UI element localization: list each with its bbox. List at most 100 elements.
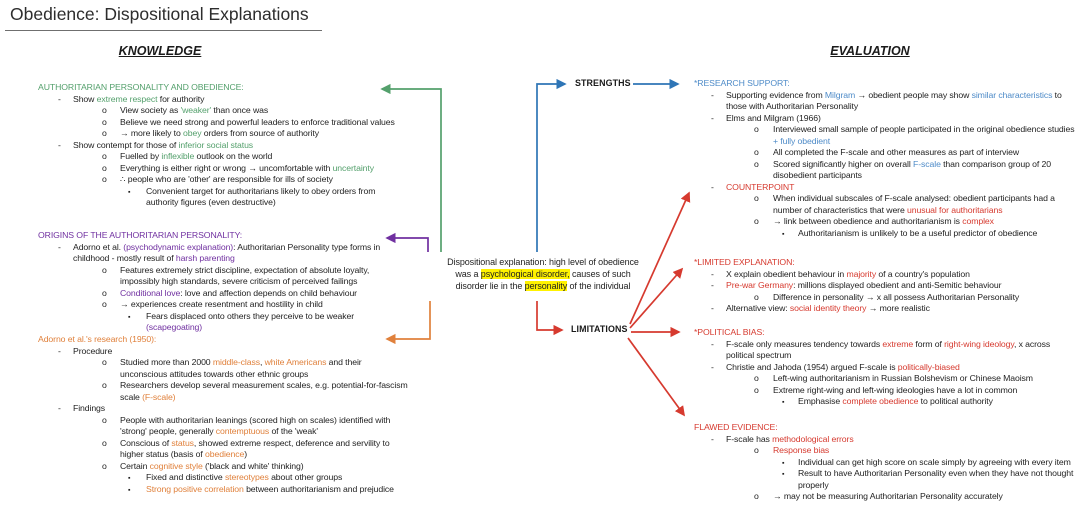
note-text: (scapegoating) <box>146 322 203 332</box>
note-text: → obedient people may show <box>855 89 972 100</box>
note-text: status <box>171 437 194 448</box>
section-heading: *POLITICAL BIAS: <box>692 327 1078 339</box>
note-line: -Supporting evidence from Milgram → obed… <box>692 90 1078 113</box>
note-line: -Procedure <box>36 346 408 358</box>
note-text: COUNTERPOINT <box>726 181 795 192</box>
note-text: Pre-war Germany <box>726 280 794 290</box>
note-text: Adorno et al.'s research (1950): <box>38 334 157 344</box>
bullet-marker: o <box>754 124 759 134</box>
note-line: o→ may not be measuring Authoritarian Pe… <box>692 491 1078 503</box>
bullet-marker: o <box>102 151 107 161</box>
note-text: extreme respect <box>96 93 158 104</box>
note-line: o∴ people who are 'other' are responsibl… <box>36 174 408 186</box>
note-text: Authoritarianism is unlikely to be a use… <box>798 227 1038 238</box>
bullet-marker: - <box>58 403 61 413</box>
bullet-marker: - <box>58 241 61 252</box>
bullet-marker: ▪ <box>128 475 131 482</box>
note-text: , x across political spectrum <box>726 338 1051 361</box>
note-text: F-scale has <box>726 433 773 444</box>
note-section: *RESEARCH SUPPORT:-Supporting evidence f… <box>692 78 1078 239</box>
note-section: FLAWED EVIDENCE:-F-scale has methodologi… <box>692 422 1078 503</box>
note-text: All completed the F-scale and other meas… <box>773 147 1020 157</box>
highlighted-text: personality <box>524 280 568 291</box>
bullet-marker: o <box>102 162 107 173</box>
bullet-marker: o <box>754 384 759 395</box>
note-line: -COUNTERPOINT <box>692 182 1078 194</box>
bullet-marker: o <box>102 116 107 127</box>
strengths-label: STRENGTHS <box>575 78 631 88</box>
bullet-marker: - <box>58 139 61 150</box>
note-text: , <box>259 357 265 367</box>
note-text: Supporting evidence from <box>726 89 825 100</box>
bullet-marker: o <box>102 174 107 184</box>
note-text: right-wing ideology <box>944 338 1014 349</box>
note-text: inferior social status <box>178 139 254 150</box>
note-text: complex <box>962 216 994 226</box>
note-text: to political authority <box>918 396 993 406</box>
note-text: , showed extreme respect, deference and … <box>120 437 390 460</box>
bullet-marker: ▪ <box>128 486 131 494</box>
note-line: ▪Emphasise complete obedience to politic… <box>692 396 1078 408</box>
note-line: ▪Fears displaced onto others they percei… <box>36 311 408 334</box>
note-text: obey <box>183 128 202 138</box>
knowledge-heading: KNOWLEDGE <box>118 44 202 58</box>
note-text: to those with Authoritarian Personality <box>726 89 1062 112</box>
note-text: social identity theory <box>789 303 867 313</box>
note-text: Individual can get high score on scale s… <box>798 456 1071 467</box>
note-text: Researchers develop several measurement … <box>120 380 408 402</box>
note-text: → more realistic <box>866 303 930 313</box>
section-heading: Adorno et al.'s research (1950): <box>36 334 408 346</box>
bullet-marker: o <box>102 357 107 367</box>
note-text: Conscious of <box>120 437 172 448</box>
note-line: o→ more likely to obey orders from sourc… <box>36 128 408 140</box>
section-heading: *RESEARCH SUPPORT: <box>692 78 1078 90</box>
bullet-marker: o <box>102 460 107 471</box>
note-text: : Authoritarian Personality type forms i… <box>73 241 381 264</box>
note-text: Studied more than 2000 <box>120 357 213 367</box>
note-text: : love and affection depends on child be… <box>180 287 357 298</box>
note-line: o→ link between obedience and authoritar… <box>692 216 1078 228</box>
note-text: AUTHORITARIAN PERSONALITY AND OBEDIENCE: <box>38 82 244 92</box>
note-text: Features extremely strict discipline, ex… <box>120 264 370 287</box>
note-text: Fuelled by <box>120 151 162 161</box>
note-text: *LIMITED EXPLANATION: <box>694 257 795 267</box>
note-section: *LIMITED EXPLANATION:-X explain obedient… <box>692 257 1078 315</box>
note-text: Certain <box>120 460 150 471</box>
limitations-label: LIMITATIONS <box>571 324 628 334</box>
note-text: similar characteristics <box>971 89 1053 100</box>
bullet-marker: - <box>711 338 714 349</box>
note-text: Emphasise <box>798 396 843 406</box>
bullet-marker: o <box>754 216 759 226</box>
note-text: cognitive style <box>149 460 203 471</box>
note-text: F-scale only measures tendency towards <box>726 338 883 349</box>
note-line: ▪Individual can get high score on scale … <box>692 457 1078 469</box>
bullet-marker: ▪ <box>128 313 131 321</box>
note-text: Result to have Authoritarian Personality… <box>798 468 1074 490</box>
note-text: *POLITICAL BIAS: <box>694 327 765 337</box>
central-node-line: disorder lie in the personality of the i… <box>408 280 678 293</box>
note-text: → experiences create resentment and host… <box>120 299 323 309</box>
bullet-marker: ▪ <box>782 471 785 478</box>
arrow-to-strengths-label <box>536 78 567 252</box>
bullet-marker: o <box>102 414 107 425</box>
note-line: o→ experiences create resentment and hos… <box>36 299 408 311</box>
bullet-marker: o <box>102 437 107 448</box>
note-text: Left-wing authoritarianism in Russian Bo… <box>773 373 1033 383</box>
note-text: Difference in personality → x all posses… <box>773 291 1020 302</box>
note-text: outlook on the world <box>194 151 273 161</box>
note-text: harsh parenting <box>175 253 235 263</box>
note-line: ▪ Result to have Authoritarian Personalit… <box>692 468 1078 491</box>
bullet-marker: - <box>711 303 714 313</box>
note-text: ('black and white' thinking) <box>202 460 304 471</box>
bullet-marker: - <box>58 345 61 356</box>
